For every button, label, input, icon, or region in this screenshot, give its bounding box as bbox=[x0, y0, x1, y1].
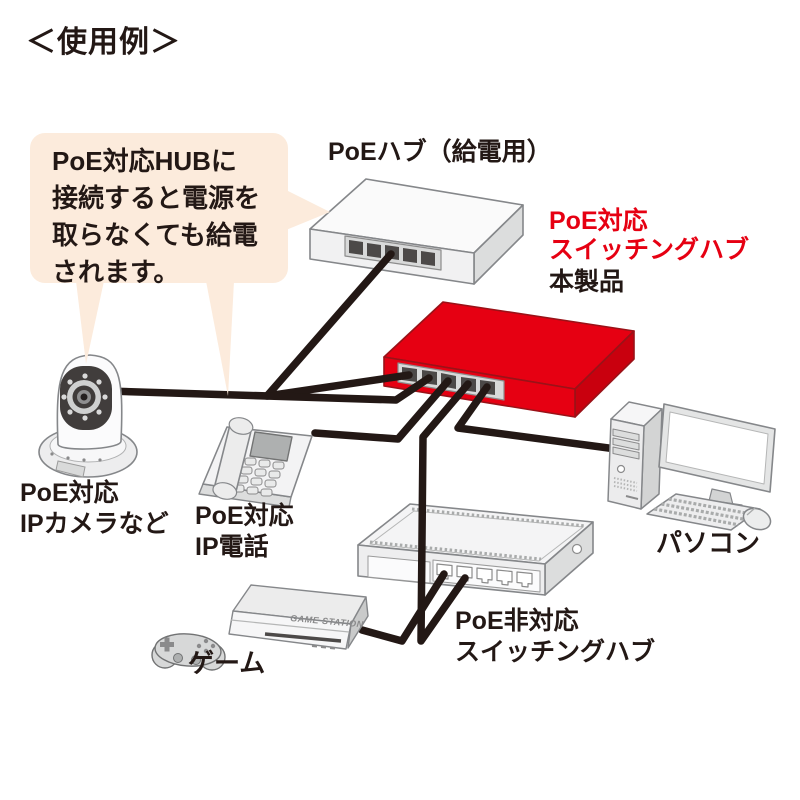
non-poe-hub-label: PoE非対応 スイッチングハブ bbox=[455, 607, 656, 666]
non-poe-hub-recess bbox=[367, 555, 431, 584]
page-title: ＜使用例＞ bbox=[26, 26, 181, 59]
product-hub-illustration bbox=[383, 301, 635, 418]
ip-phone-illustration bbox=[198, 417, 313, 508]
console-buttons bbox=[311, 645, 336, 650]
cable-product-to-poe-hub bbox=[263, 250, 413, 400]
controller-dpad bbox=[160, 637, 174, 652]
pc-slot bbox=[625, 495, 639, 500]
pc-illustration bbox=[607, 401, 776, 531]
callout-bubble bbox=[30, 133, 330, 396]
cable-product-to-pc bbox=[454, 383, 620, 453]
controller-stick-left bbox=[173, 653, 183, 663]
lan-cables bbox=[104, 250, 620, 645]
phone-label: PoE対応 IP電話 bbox=[195, 502, 294, 561]
callout-text: PoE対応HUBに 接続すると電源を 取らなくても給電 されます。 bbox=[52, 146, 261, 287]
cable-product-to-camera bbox=[104, 374, 433, 404]
controller-buttons bbox=[196, 638, 216, 654]
ip-camera-illustration bbox=[38, 354, 138, 478]
console-disc-slot bbox=[264, 632, 342, 643]
pc-vents bbox=[613, 477, 638, 492]
poe-hub-illustration bbox=[309, 178, 524, 285]
console-groove bbox=[230, 619, 350, 633]
keyboard-keys bbox=[654, 497, 754, 527]
camera-ir-leds bbox=[61, 373, 108, 421]
non-poe-hub-back-vents bbox=[411, 507, 587, 528]
game-console-label: ゲーム bbox=[188, 648, 266, 678]
monitor-screen bbox=[665, 411, 769, 485]
cable-product-to-phone bbox=[311, 377, 452, 443]
game-console-illustration: GAME STATION bbox=[151, 584, 369, 671]
cable-console-to-non-poe-hub bbox=[358, 570, 448, 645]
phone-screen bbox=[249, 431, 293, 462]
cable-product-to-non-poe-hub bbox=[417, 380, 472, 645]
camera-base-tab bbox=[55, 460, 86, 478]
mouse bbox=[742, 507, 772, 531]
pc-label: パソコン bbox=[656, 528, 761, 558]
callout-tail-to-hub bbox=[286, 190, 330, 230]
pc-drive-bays bbox=[612, 428, 640, 460]
non-poe-hub-front-vents bbox=[369, 540, 542, 561]
pc-power-button bbox=[616, 464, 626, 474]
controller-stick-right bbox=[191, 655, 201, 665]
camera-base-dots bbox=[50, 452, 102, 462]
callout-body bbox=[30, 133, 288, 283]
callout-tail-to-camera bbox=[76, 281, 104, 364]
phone-handset bbox=[212, 417, 254, 500]
poe-hub-label: PoEハブ（給電用） bbox=[328, 138, 552, 166]
camera-lens bbox=[80, 393, 88, 401]
product-label: PoE対応 スイッチングハブ 本製品 bbox=[549, 207, 750, 296]
non-poe-hub-side-detail bbox=[571, 543, 583, 555]
non-poe-hub-illustration bbox=[357, 503, 594, 596]
callout-tail-to-phone bbox=[206, 281, 234, 396]
phone-keypad bbox=[232, 457, 285, 497]
mouse-button-line bbox=[746, 507, 756, 516]
camera-label: PoE対応 IPカメラなど bbox=[20, 479, 169, 538]
